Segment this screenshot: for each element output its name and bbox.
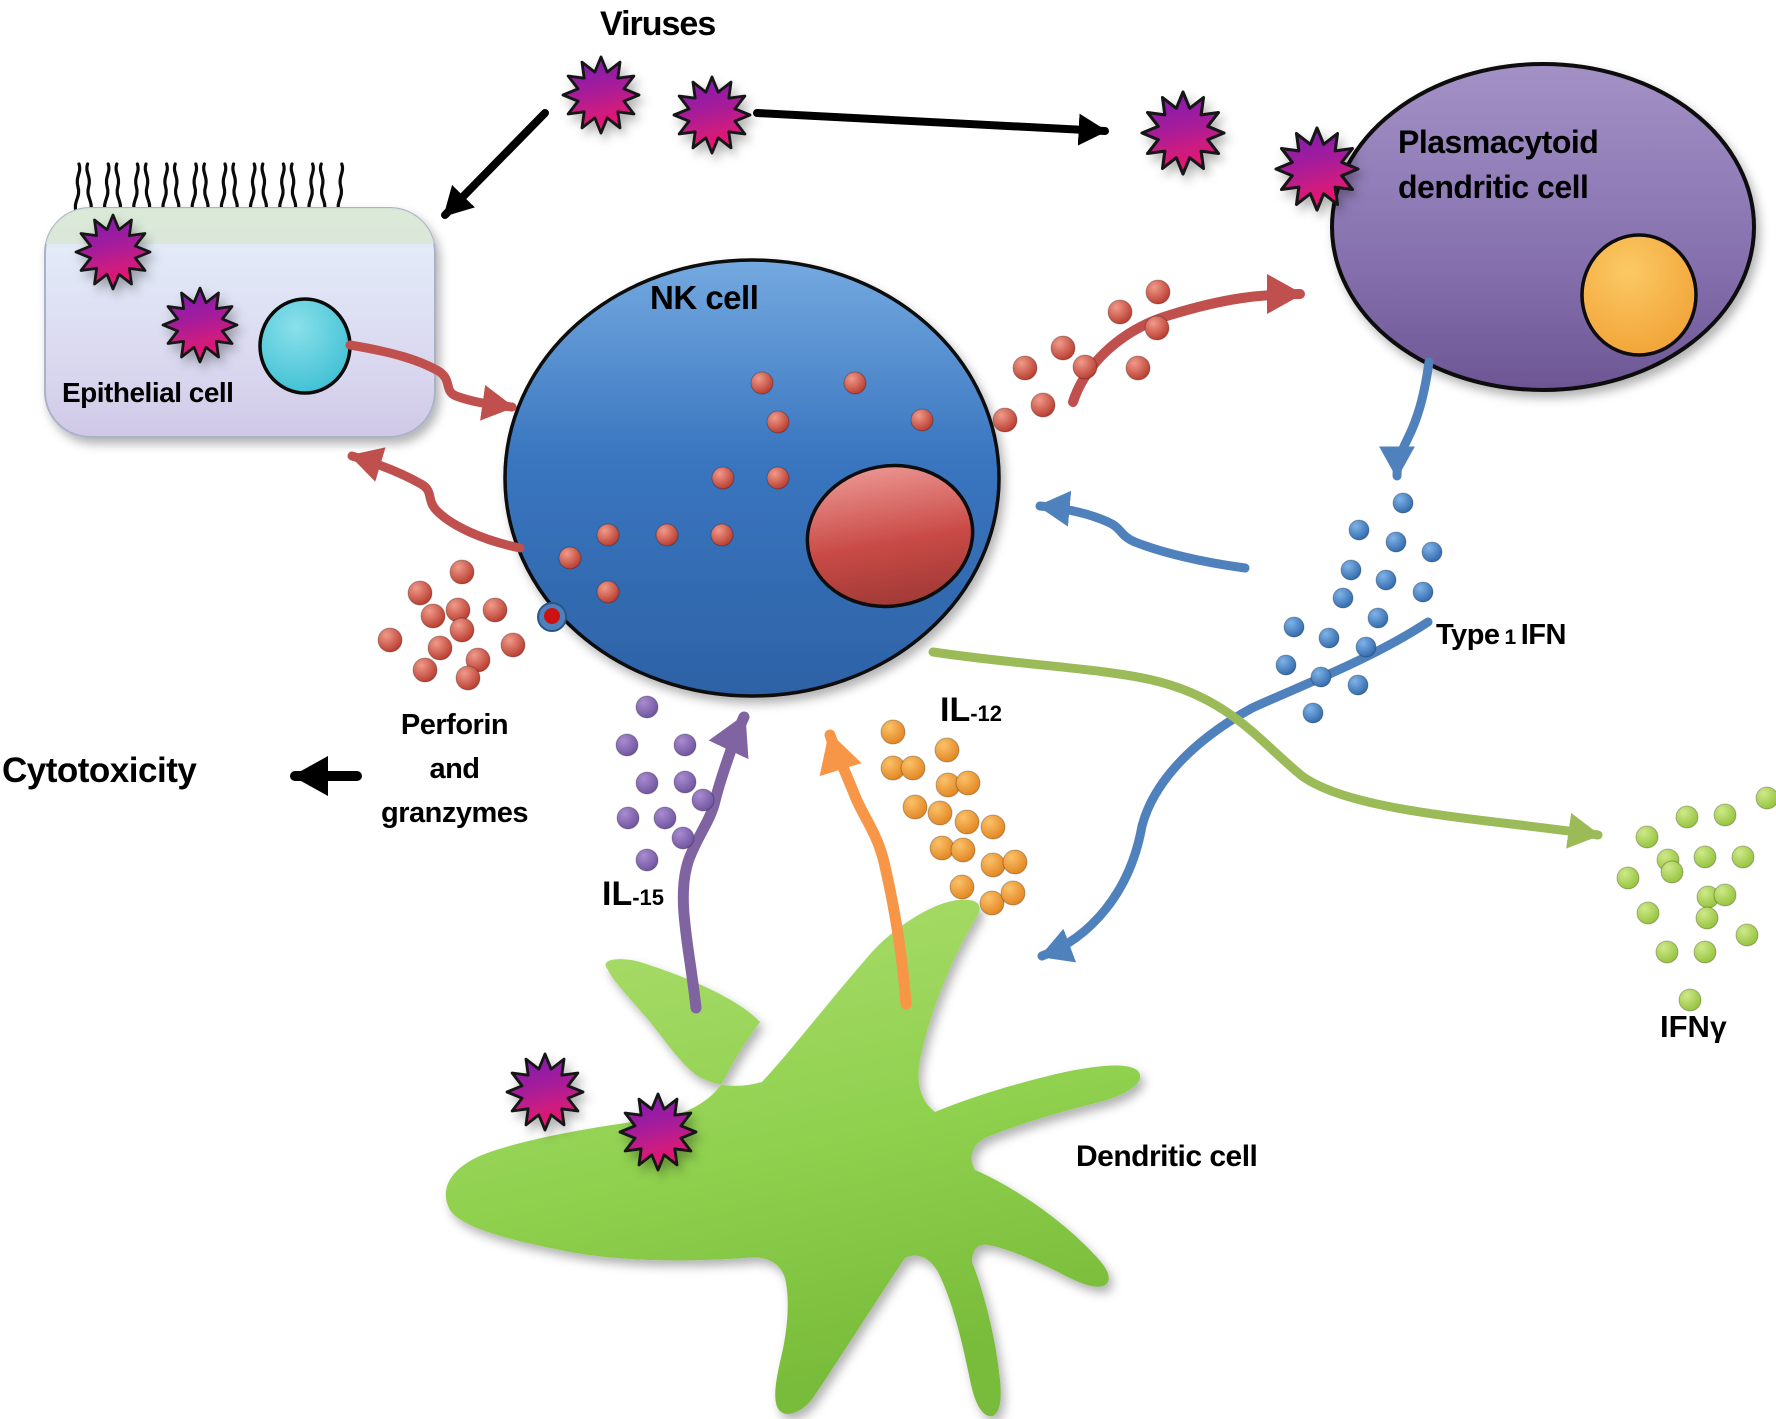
epithelial-nucleus [258, 297, 352, 395]
viruses-title: Viruses [600, 5, 716, 43]
membrane-vesicle [537, 602, 567, 632]
il12-label: IL-12 [940, 691, 1003, 729]
il15-label: IL-15 [602, 875, 665, 913]
cytotoxicity-label: Cytotoxicity [2, 751, 197, 790]
arrow-nk-to-ifng [928, 647, 1603, 849]
arrow-viruses-to-epithelial [441, 109, 549, 219]
arrow-type1ifn-to-dc [1037, 617, 1433, 963]
dots-perforin [377, 559, 526, 691]
dots-nk-granules [558, 371, 934, 604]
dendritic-cell [445, 899, 1141, 1417]
nk-cell-label: NK cell [650, 279, 759, 316]
perforin-granzymes-label: Perforin and granzymes [357, 703, 552, 835]
arrow-dc-il15-to-nk [677, 711, 750, 1014]
pdc-label-line2: dendritic cell [1398, 169, 1589, 205]
arrow-epithelial-to-nk [345, 340, 517, 421]
nk-cell [503, 258, 1001, 698]
perforin-line1: Perforin [400, 709, 509, 741]
perforin-line2: and [429, 753, 480, 785]
arrow-nk-to-epithelial [347, 447, 525, 553]
epithelial-cell-label: Epithelial cell [62, 377, 234, 408]
dots-type1ifn [1275, 492, 1443, 724]
cilia [73, 162, 345, 214]
arrow-viruses-to-pdc [753, 109, 1109, 146]
pdc-nucleus [1580, 233, 1698, 357]
plasmacytoid-dendritic-cell [1330, 62, 1756, 392]
arrow-type1ifn-to-nk [1035, 490, 1250, 573]
perforin-line3: granzymes [380, 797, 529, 829]
arrow-dc-il12-to-nk [819, 729, 912, 1010]
dots-il12 [880, 719, 1028, 916]
arrow-nk-to-pdc [1068, 274, 1305, 407]
dots-ifng [1616, 786, 1776, 1012]
pdc-label: Plasmacytoid dendritic cell [1398, 120, 1599, 210]
dendritic-cell-label: Dendritic cell [1076, 1140, 1258, 1173]
arrow-pdc-to-type1ifn [1379, 357, 1434, 481]
nk-nucleus [805, 463, 975, 609]
ifn-gamma-label: IFNγ [1660, 1009, 1727, 1044]
pdc-label-line1: Plasmacytoid [1398, 124, 1599, 160]
dots-il15 [615, 695, 715, 872]
dots-secretion-trail [992, 279, 1171, 433]
